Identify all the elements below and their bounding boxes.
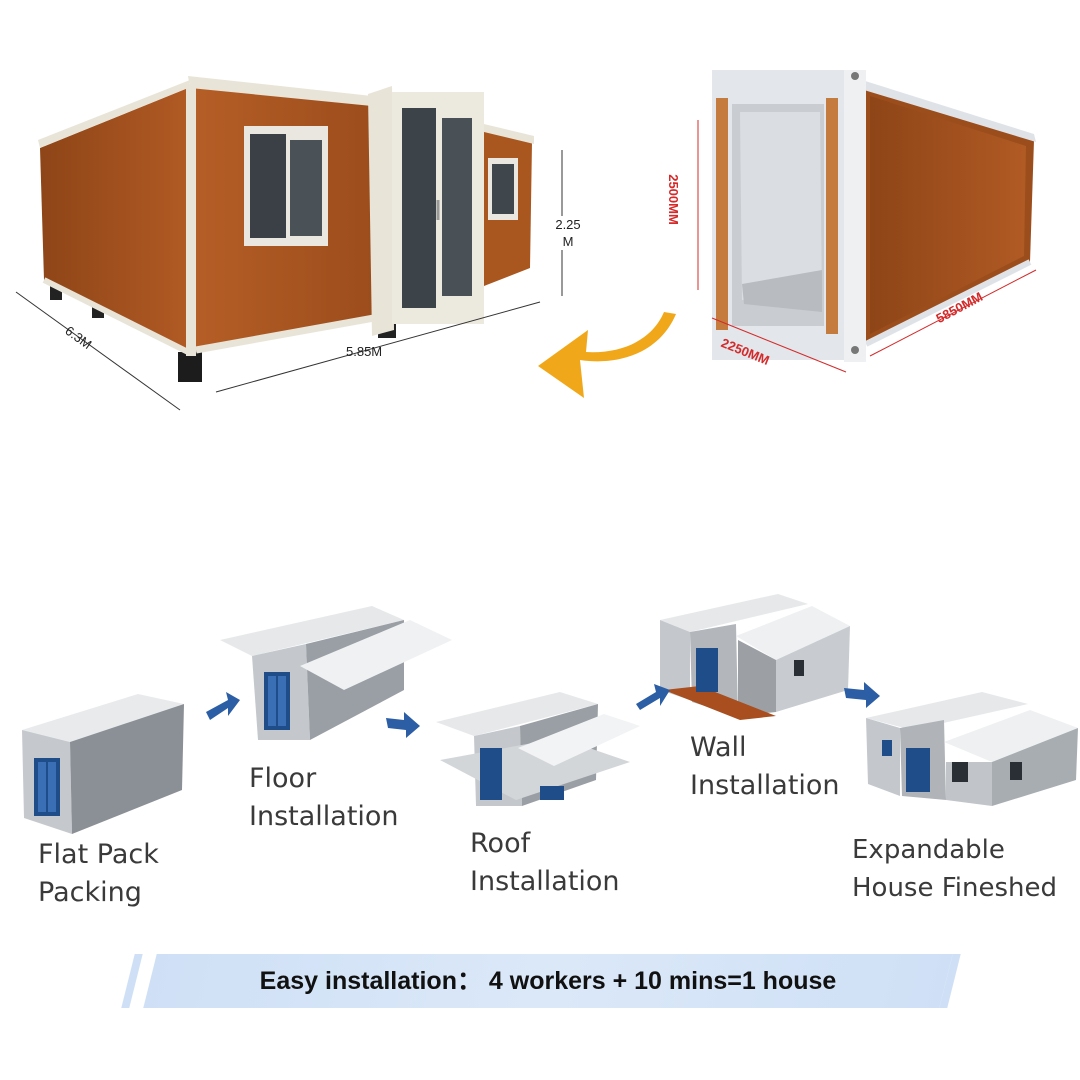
height-dimension-unit: M bbox=[562, 234, 574, 249]
step-4-label-line1: Wall bbox=[690, 732, 747, 763]
process-arrow-1 bbox=[206, 692, 240, 720]
step-2-label-line1: Floor bbox=[249, 763, 317, 794]
step-3-label-line2: Installation bbox=[470, 866, 620, 897]
step-5-illustration bbox=[866, 692, 1078, 806]
process-arrow-2 bbox=[386, 712, 420, 738]
step-1-label-line2: Packing bbox=[38, 877, 142, 908]
step-3-illustration bbox=[436, 692, 640, 806]
height-dimension-value: 2.25 bbox=[555, 217, 581, 232]
folded-height-label: 2500MM bbox=[665, 174, 681, 225]
step-5-label: Expandable House Fineshed bbox=[852, 831, 1057, 907]
width-dimension-label: 5.85M bbox=[346, 344, 383, 359]
step-1-label: Flat Pack Packing bbox=[38, 836, 159, 912]
step-4-label: Wall Installation bbox=[690, 729, 840, 805]
installation-banner-text: Easy installation： 4 workers + 10 mins=1… bbox=[259, 967, 837, 995]
step-1-label-line1: Flat Pack bbox=[38, 839, 159, 870]
step-4-label-line2: Installation bbox=[690, 770, 840, 801]
step-5-label-line1: Expandable bbox=[852, 835, 1005, 865]
process-arrow-4 bbox=[844, 682, 880, 708]
step-1-illustration bbox=[22, 694, 184, 834]
step-5-label-line2: House Fineshed bbox=[852, 873, 1058, 903]
step-2-illustration bbox=[220, 606, 452, 740]
step-2-label-line2: Installation bbox=[249, 801, 399, 832]
step-3-label-line1: Roof bbox=[470, 828, 531, 859]
step-3-label: Roof Installation bbox=[470, 825, 620, 901]
step-2-label: Floor Installation bbox=[249, 760, 399, 836]
step-4-illustration bbox=[660, 594, 850, 720]
process-arrow-3 bbox=[636, 684, 670, 710]
height-dimension-label: 2.25 M bbox=[550, 216, 586, 250]
